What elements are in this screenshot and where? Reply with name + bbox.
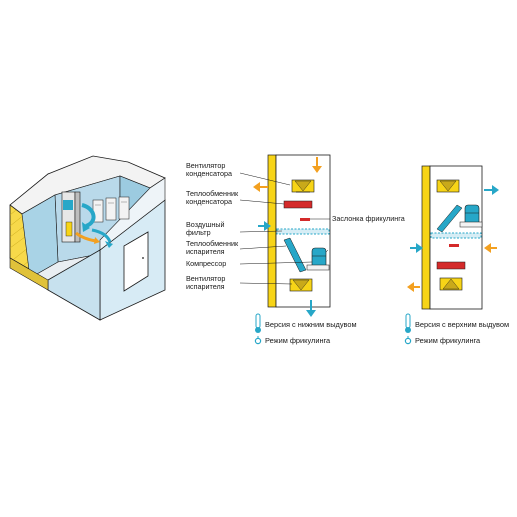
thermometer-icon — [255, 313, 261, 333]
fan-icon — [291, 179, 315, 193]
room-illustration — [9, 155, 166, 321]
bottom-exhaust-unit — [239, 154, 331, 317]
leader-lines — [239, 172, 330, 285]
label-freecooling-damper: Заслонка фрикулинга — [332, 214, 405, 223]
fan-icon — [436, 179, 460, 193]
ac-unit — [61, 191, 81, 243]
air-filter — [276, 228, 330, 235]
freecooling-icon — [404, 336, 412, 345]
arrow-icon — [253, 157, 322, 317]
freecooling-damper — [300, 218, 310, 221]
top-exhaust-unit — [407, 165, 499, 310]
label-compressor: Компрессор — [186, 259, 226, 268]
air-filter — [430, 232, 482, 239]
room-door — [123, 231, 149, 292]
legend-left: Версия с нижним выдувом Режим фрикулинга — [254, 313, 357, 345]
freecooling-damper — [449, 244, 459, 247]
legend-right: Версия с верхним выдувом Режим фрикулинг… — [404, 313, 509, 345]
compressor-icon — [459, 204, 483, 228]
arrow-icon — [407, 185, 499, 292]
freecooling-icon — [254, 336, 262, 345]
thermometer-icon — [405, 313, 411, 333]
legend-freecooling-left: Режим фрикулинга — [265, 336, 331, 345]
legend-freecooling-right: Режим фрикулинга — [415, 336, 481, 345]
condenser-heat-exchanger — [436, 261, 466, 270]
server-racks — [92, 196, 130, 223]
evaporator-heat-exchanger — [436, 204, 463, 233]
wall-strip — [421, 165, 431, 310]
fan-icon — [289, 278, 313, 292]
airflow-arrow-icon — [91, 228, 112, 243]
legend-bottom-exhaust: Версия с нижним выдувом — [265, 320, 357, 329]
airflow-arrow-icon — [81, 203, 96, 228]
legend-top-exhaust: Версия с верхним выдувом — [415, 320, 509, 329]
door-handle — [142, 257, 144, 259]
fan-icon — [439, 277, 463, 291]
evaporator-heat-exchanger — [283, 237, 307, 273]
condenser-heat-exchanger — [283, 200, 313, 209]
compressor-icon — [306, 247, 330, 271]
